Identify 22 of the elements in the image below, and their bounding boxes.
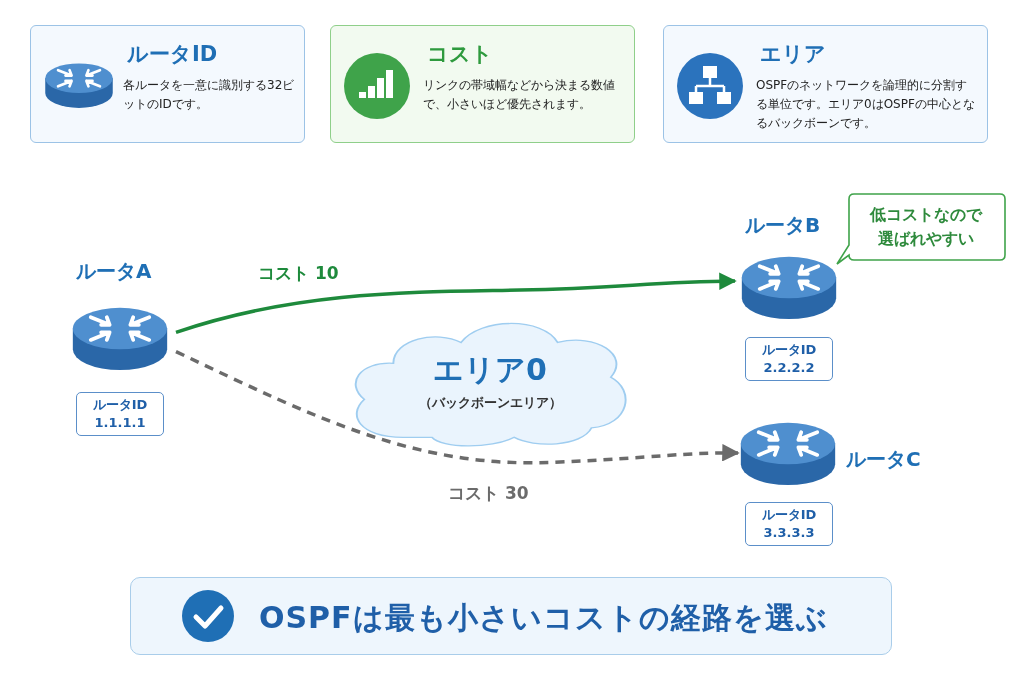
card-description: 各ルータを一意に識別する32ビットのIDです。 (123, 77, 296, 113)
info-card (30, 25, 305, 143)
info-card (330, 25, 635, 143)
area-subtitle: （バックボーンエリア） (417, 394, 563, 412)
callout-text: 低コストなので選ばれやすい (868, 204, 984, 250)
router-name: ルータA (76, 258, 152, 285)
router-name: ルータC (846, 446, 921, 473)
info-card (663, 25, 988, 143)
card-description: リンクの帯域幅などから決まる数値で、小さいほど優先されます。 (423, 77, 616, 113)
card-heading: ルータID (127, 41, 218, 68)
arrow (175, 272, 737, 335)
card-description: OSPFのネットワークを論理的に分割する単位です。エリア0はOSPFの中心となるバックボーンです。 (756, 77, 976, 132)
card-heading: コスト (427, 41, 493, 68)
router-id-label: ルータID 1.1.1.1 (76, 392, 164, 436)
arrow (175, 350, 740, 465)
router-id-label: ルータID 3.3.3.3 (745, 502, 833, 546)
summary-banner (130, 577, 892, 655)
summary-text: OSPFは最も小さいコストの経路を選ぶ (259, 599, 828, 637)
card-heading: エリア (760, 41, 826, 68)
router-id-label: ルータID 2.2.2.2 (745, 337, 833, 381)
router-name: ルータB (745, 212, 821, 239)
area-title: エリア0 (432, 351, 548, 389)
